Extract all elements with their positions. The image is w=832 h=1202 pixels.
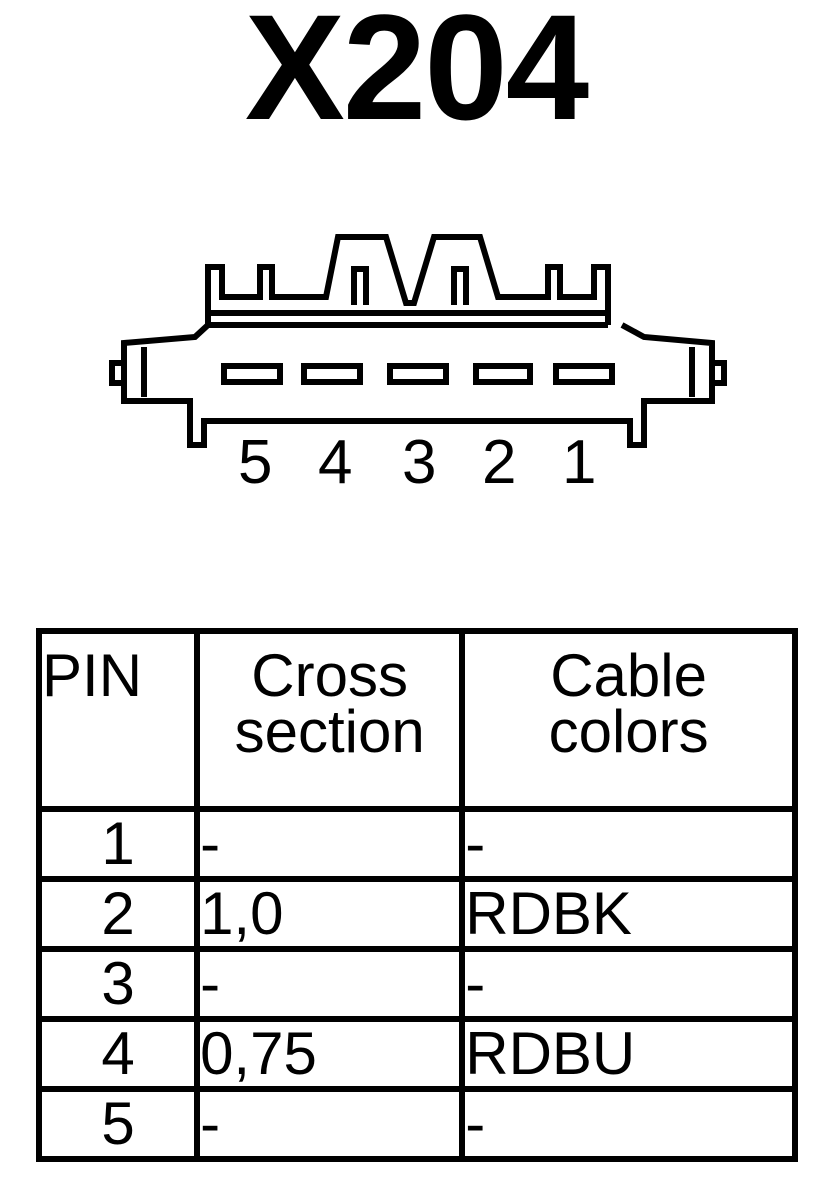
table-row: 3 - - — [35, 946, 798, 1022]
row-cable-color: - — [459, 946, 798, 1022]
pin-slot-3 — [387, 363, 449, 385]
row-pin: 5 — [35, 1086, 201, 1162]
connector-title: X204 — [244, 0, 589, 151]
row-cable-color: RDBU — [459, 1016, 798, 1092]
connector-top-outline — [205, 234, 611, 325]
connector-diagram: 5 4 3 2 1 — [109, 234, 727, 495]
row-cross-section: 0,75 — [194, 1016, 466, 1092]
row-cross-section: - — [194, 806, 466, 882]
row-cable-color: - — [459, 1086, 798, 1162]
pin-label-1: 1 — [562, 428, 596, 495]
row-pin: 3 — [35, 946, 201, 1022]
pin-slot-4 — [301, 363, 363, 385]
table-row: 2 1,0 RDBK — [35, 876, 798, 952]
row-pin: 1 — [35, 806, 201, 882]
row-pin: 4 — [35, 1016, 201, 1092]
pin-label-5: 5 — [238, 428, 272, 495]
row-cross-section: 1,0 — [194, 876, 466, 952]
table-row: 4 0,75 RDBU — [35, 1016, 798, 1092]
pin-label-4: 4 — [318, 428, 352, 495]
row-pin: 2 — [35, 876, 201, 952]
header-pin: PIN — [35, 628, 201, 812]
pin-label-3: 3 — [402, 428, 436, 495]
table-row: 5 - - — [35, 1086, 798, 1162]
table-row: 1 - - — [35, 806, 798, 882]
pin-slot-1 — [553, 363, 615, 385]
row-cable-color: - — [459, 806, 798, 882]
pin-label-2: 2 — [482, 428, 516, 495]
row-cable-color: RDBK — [459, 876, 798, 952]
connector-body-outline — [121, 322, 715, 448]
pin-slot-2 — [473, 363, 533, 385]
row-cross-section: - — [194, 1086, 466, 1162]
row-cross-section: - — [194, 946, 466, 1022]
pin-slot-5 — [221, 363, 283, 385]
